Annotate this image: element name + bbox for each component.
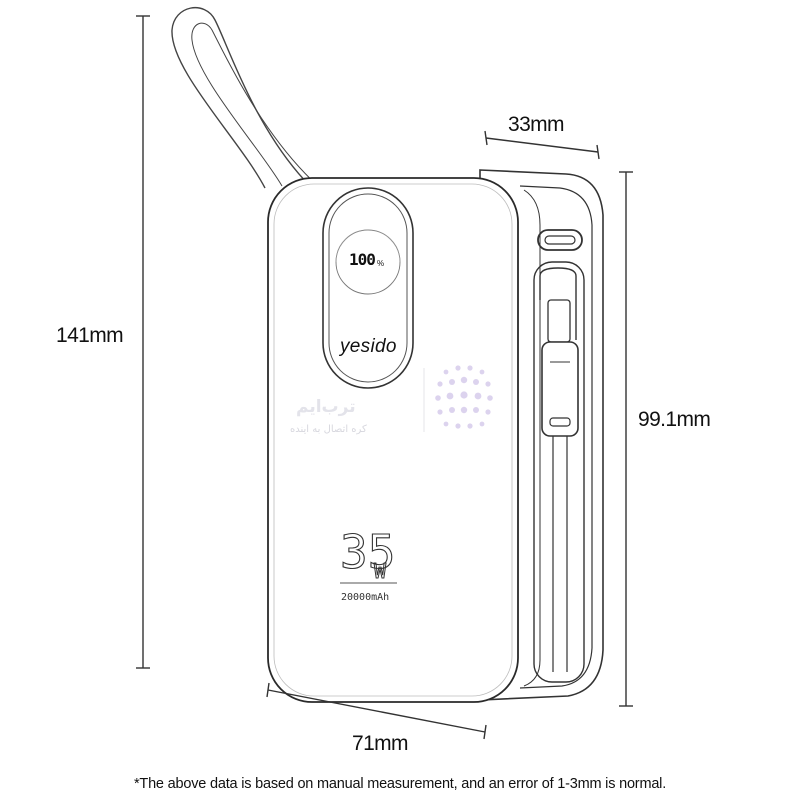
body-height-dimension-line	[619, 171, 633, 707]
power-rating-unit: W	[374, 559, 387, 583]
total-height-dimension-line	[136, 15, 150, 669]
total-height-label: 141mm	[56, 324, 123, 347]
capacity-label: 20000mAh	[341, 592, 389, 603]
svg-text:ترب‌ایم: ترب‌ایم	[296, 397, 356, 417]
power-rating-value: 35	[340, 525, 395, 579]
watermark: ترب‌ایم کره اتصال به اینده	[290, 365, 493, 435]
thickness-dimension-line	[484, 130, 600, 160]
built-in-cable	[533, 261, 585, 683]
width-label: 71mm	[352, 732, 408, 755]
thickness-label: 33mm	[508, 113, 564, 136]
brand-logo: yesido	[338, 336, 397, 357]
svg-text:کره اتصال به اینده: کره اتصال به اینده	[290, 424, 367, 435]
power-bank-body-inner-edge	[273, 183, 513, 697]
battery-percent-sign: %	[377, 259, 384, 268]
width-dimension-line	[266, 682, 487, 740]
body-height-label: 99.1mm	[638, 408, 710, 431]
battery-percentage-readout: 100	[349, 250, 375, 269]
watermark-dots-icon	[435, 365, 493, 429]
lanyard-strap	[171, 7, 319, 189]
usb-c-port	[537, 229, 583, 251]
measurement-disclaimer: *The above data is based on manual measu…	[133, 776, 667, 792]
display-window	[322, 187, 414, 389]
